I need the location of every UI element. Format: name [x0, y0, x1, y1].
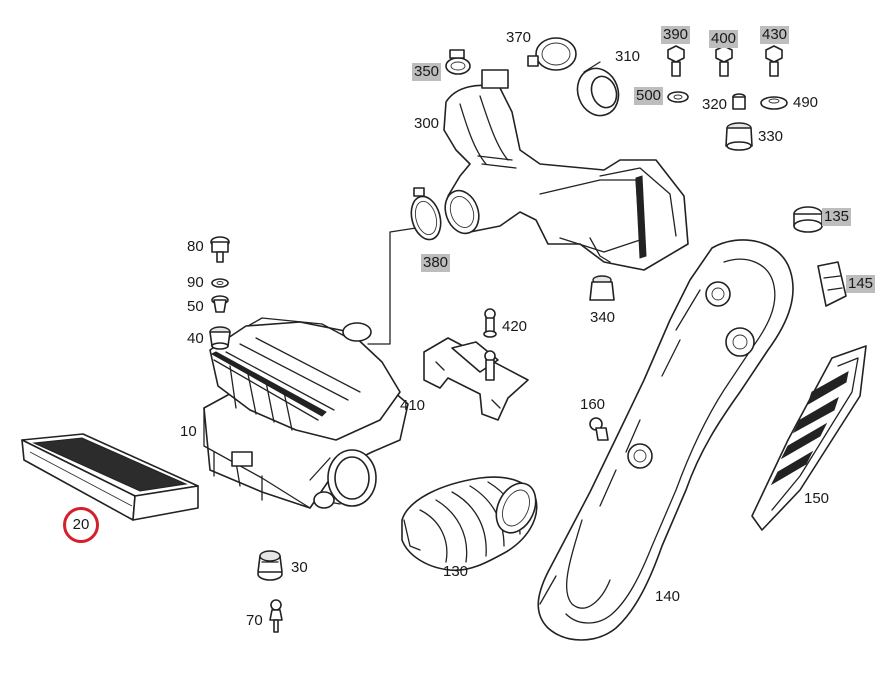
- part-160-screw[interactable]: [589, 417, 609, 441]
- callout-40[interactable]: 40: [187, 330, 204, 347]
- callout-320[interactable]: 320: [702, 96, 728, 113]
- leader-line-380: [367, 227, 417, 345]
- callout-390[interactable]: 390: [661, 26, 691, 44]
- callout-400[interactable]: 400: [709, 30, 739, 48]
- callout-330[interactable]: 330: [758, 128, 784, 145]
- part-50-sleeve[interactable]: [211, 295, 229, 313]
- callout-135[interactable]: 135: [822, 208, 852, 226]
- callout-150[interactable]: 150: [804, 490, 830, 507]
- callout-160[interactable]: 160: [580, 396, 606, 413]
- callout-300[interactable]: 300: [414, 115, 440, 132]
- callout-310[interactable]: 310: [615, 48, 641, 65]
- part-340-grommet[interactable]: [589, 275, 615, 301]
- part-80-screw[interactable]: [210, 236, 230, 263]
- part-135-cap[interactable]: [793, 206, 823, 233]
- part-320-spacer[interactable]: [732, 93, 746, 110]
- callout-340[interactable]: 340: [590, 309, 616, 326]
- callout-130[interactable]: 130: [443, 563, 469, 580]
- part-300-intake-duct[interactable]: [439, 69, 689, 271]
- part-370-clamp-ring[interactable]: [527, 37, 577, 71]
- callout-30[interactable]: 30: [291, 559, 308, 576]
- callout-80[interactable]: 80: [187, 238, 204, 255]
- callout-430[interactable]: 430: [760, 26, 790, 44]
- callout-10[interactable]: 10: [180, 423, 197, 440]
- callout-380[interactable]: 380: [421, 254, 451, 272]
- callout-145[interactable]: 145: [846, 275, 876, 293]
- part-40-rubber-mount[interactable]: [209, 326, 231, 350]
- callout-90[interactable]: 90: [187, 274, 204, 291]
- part-310-sleeve[interactable]: [571, 61, 625, 121]
- part-30-grommet[interactable]: [257, 550, 283, 581]
- part-390-bolt[interactable]: [667, 45, 685, 77]
- callout-140[interactable]: 140: [655, 588, 681, 605]
- part-140-intake-duct[interactable]: [537, 239, 794, 641]
- callout-500[interactable]: 500: [634, 87, 664, 105]
- part-330-rubber-mount[interactable]: [725, 122, 753, 151]
- part-350-spring-clamp[interactable]: [445, 49, 471, 75]
- part-70-ball-stud[interactable]: [269, 599, 283, 633]
- callout-410[interactable]: 410: [400, 397, 426, 414]
- part-10-air-filter-housing[interactable]: [203, 317, 409, 509]
- callout-420[interactable]: 420: [502, 318, 528, 335]
- part-20-air-filter-element[interactable]: [21, 433, 199, 521]
- callout-50[interactable]: 50: [187, 298, 204, 315]
- part-500-washer[interactable]: [667, 91, 689, 103]
- callout-350[interactable]: 350: [412, 63, 442, 81]
- part-400-bolt[interactable]: [715, 45, 733, 77]
- part-410-bracket[interactable]: [423, 337, 529, 421]
- part-130-air-hose[interactable]: [401, 476, 543, 572]
- part-90-washer[interactable]: [211, 278, 229, 288]
- part-150-grille[interactable]: [751, 345, 867, 531]
- callout-70[interactable]: 70: [246, 612, 263, 629]
- part-380-hose-clamp[interactable]: [407, 187, 445, 243]
- callout-370[interactable]: 370: [506, 29, 532, 46]
- part-430-bolt[interactable]: [765, 45, 783, 77]
- part-145-clip[interactable]: [817, 261, 847, 307]
- callout-20[interactable]: 20: [63, 507, 99, 543]
- callout-490[interactable]: 490: [793, 94, 819, 111]
- part-490-washer[interactable]: [760, 96, 788, 110]
- part-420-stud[interactable]: [483, 308, 497, 381]
